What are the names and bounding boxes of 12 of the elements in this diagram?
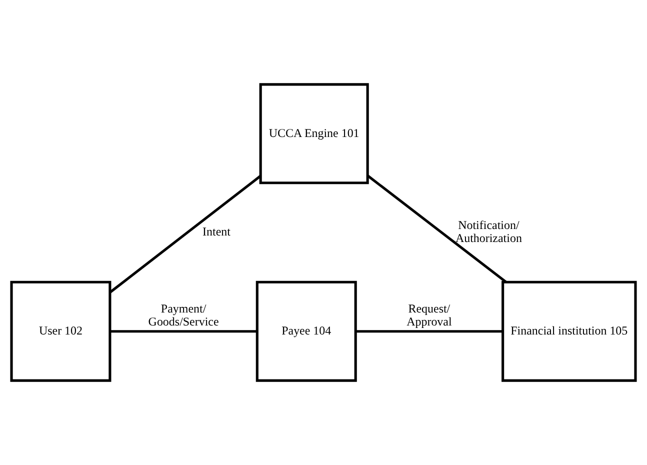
connector xyxy=(110,330,258,333)
edge-label: Intent xyxy=(202,224,230,239)
edge-label: Payment/ Goods/Service xyxy=(148,302,219,329)
node-box: User 102 xyxy=(10,280,112,382)
edge-label: Notification/ Authorization xyxy=(455,218,522,246)
node-box: UCCA Engine 101 xyxy=(259,83,369,184)
node-box: Financial institution 105 xyxy=(502,280,637,382)
connector xyxy=(367,174,507,283)
edge-label: Request/ Approval xyxy=(406,302,452,329)
connector xyxy=(109,175,262,294)
connector xyxy=(356,330,503,333)
node-box: Payee 104 xyxy=(256,280,357,382)
